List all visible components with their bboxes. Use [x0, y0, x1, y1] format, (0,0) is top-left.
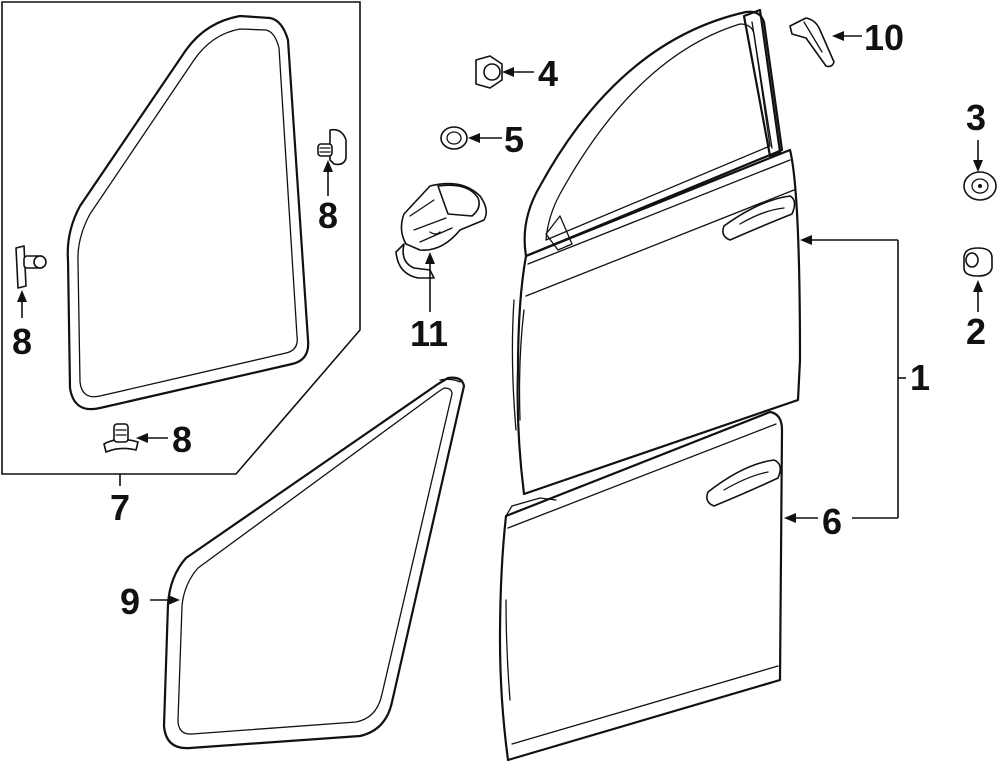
leader-1 — [800, 235, 906, 518]
callout-8-bottom: 8 — [172, 419, 192, 460]
clip-icon-left — [15, 245, 47, 289]
callout-9: 9 — [120, 581, 140, 622]
body-weatherstrip — [66, 14, 310, 411]
check-link-icon-11 — [395, 182, 488, 279]
door-outer-panel — [498, 410, 784, 762]
leader-8-upper — [323, 160, 333, 196]
leader-11 — [425, 252, 435, 312]
leader-3 — [973, 140, 983, 172]
clip-icon-4 — [475, 55, 503, 89]
callout-2: 2 — [966, 311, 986, 352]
callout-10: 10 — [864, 17, 904, 58]
front-door-assembly — [511, 8, 802, 496]
callout-1: 1 — [910, 357, 930, 398]
clip-icon-bottom — [103, 423, 139, 453]
callout-7: 7 — [110, 487, 130, 528]
clip-icon-upper — [317, 128, 347, 166]
callout-8-left: 8 — [12, 321, 32, 362]
leader-9 — [150, 595, 180, 605]
leader-8-left — [17, 290, 27, 318]
leader-2 — [973, 280, 983, 312]
leader-6 — [784, 513, 898, 523]
callout-6: 6 — [822, 501, 842, 542]
leader-10 — [832, 31, 862, 41]
callout-11: 11 — [410, 313, 448, 354]
trim-icon-10 — [789, 17, 835, 68]
cap-icon-3 — [963, 171, 997, 201]
callout-5: 5 — [504, 119, 524, 160]
door-weatherstrip — [162, 376, 466, 750]
inset-frame-7 — [1, 1, 361, 475]
bushing-icon-2 — [963, 247, 993, 277]
leader-5 — [468, 133, 502, 143]
callout-3: 3 — [966, 97, 986, 138]
leader-4 — [502, 67, 534, 77]
leader-8-bottom — [136, 433, 168, 443]
grommet-icon-5 — [440, 126, 468, 150]
callout-8-upper: 8 — [318, 195, 338, 236]
callout-4: 4 — [538, 53, 558, 94]
